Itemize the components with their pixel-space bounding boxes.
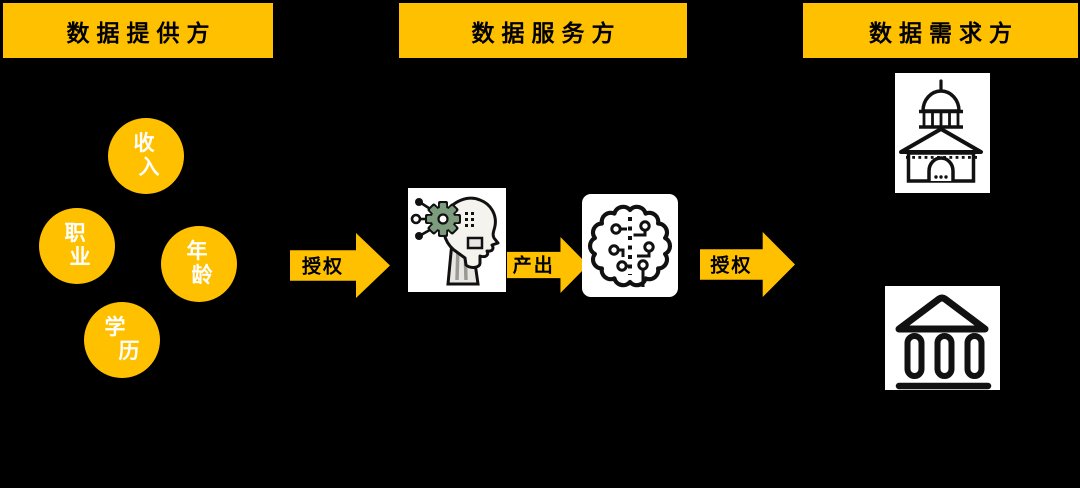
bubble-label-line: 龄 <box>191 263 213 287</box>
header-data-provider: 数据提供方 <box>3 3 273 58</box>
bubble-label-line: 年 <box>186 239 208 264</box>
header-label: 数据提供方 <box>66 20 217 46</box>
bubble-label-line: 学 <box>104 315 126 340</box>
arrow-authorize-right: 授权 <box>700 232 795 297</box>
bubble-label-line: 职 <box>64 221 86 246</box>
government-building-graphic <box>899 79 983 183</box>
bank-graphic <box>895 294 992 390</box>
header-label: 数据服务方 <box>471 20 622 46</box>
arrow-authorize-left: 授权 <box>290 233 390 298</box>
bubble-label-line: 收 <box>133 131 155 156</box>
bubble-education: 学 历 <box>84 302 160 378</box>
ai-head-graphic <box>410 196 500 286</box>
arrow-label: 授权 <box>710 254 753 276</box>
bubble-occupation: 职 业 <box>39 208 115 284</box>
bubble-income: 收 入 <box>108 118 184 194</box>
circuit-brain-icon <box>582 194 678 297</box>
bank-icon <box>885 286 1000 390</box>
bubble-label-line: 业 <box>69 245 91 269</box>
gear-icon <box>425 201 461 237</box>
circuit-brain-graphic <box>587 204 673 288</box>
header-label: 数据需求方 <box>869 20 1019 46</box>
bubble-label-line: 历 <box>118 339 140 363</box>
bubble-age: 年 龄 <box>161 226 237 302</box>
government-building-icon <box>895 73 990 193</box>
ai-head-icon <box>408 188 506 292</box>
header-data-service: 数据服务方 <box>399 3 687 58</box>
arrow-output: 产出 <box>507 237 588 293</box>
arrow-label: 授权 <box>301 255 344 277</box>
arrow-label: 产出 <box>512 255 555 277</box>
header-data-demand: 数据需求方 <box>803 3 1078 58</box>
right-arrow-icon <box>290 233 390 298</box>
right-arrow-icon <box>700 232 795 297</box>
bubble-label-line: 入 <box>138 155 160 179</box>
right-arrow-icon <box>507 237 588 293</box>
